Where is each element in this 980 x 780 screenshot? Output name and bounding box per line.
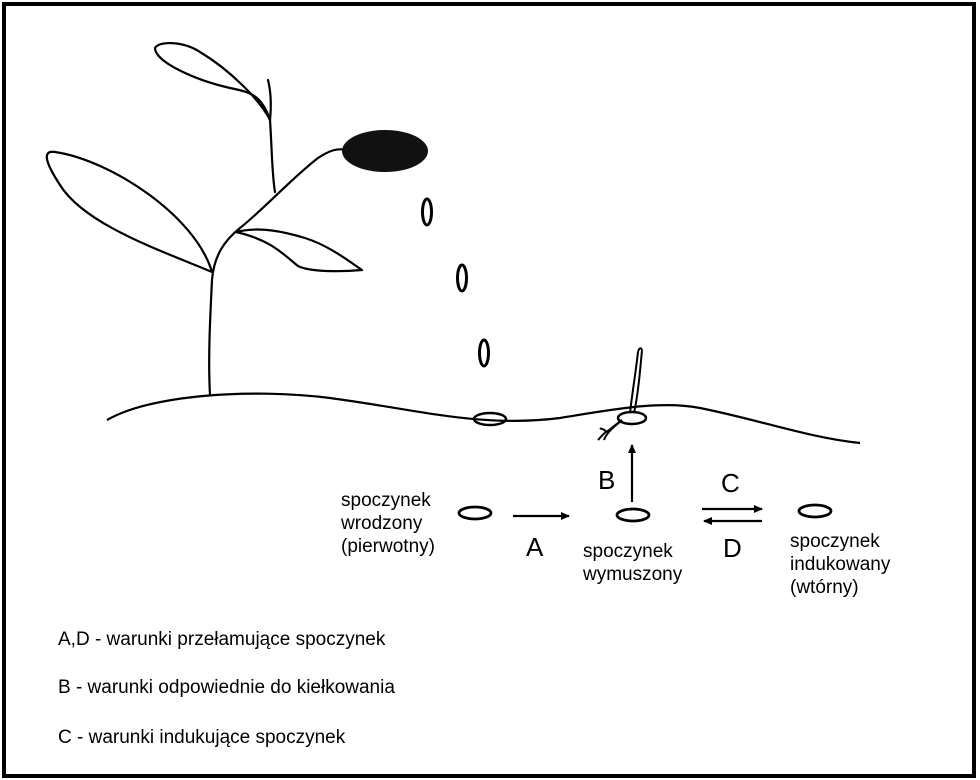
plant-upper-stem <box>270 120 275 192</box>
seed-innate <box>459 507 491 519</box>
falling-seed <box>423 199 432 225</box>
plant-leaf-right <box>236 230 362 272</box>
plant-leaf-left <box>47 152 212 272</box>
sprout <box>630 348 642 413</box>
seed-induced <box>799 505 831 517</box>
falling-seeds <box>423 199 489 366</box>
soil-surface <box>107 394 860 443</box>
arrow-b-label: B <box>598 466 615 494</box>
falling-seed <box>458 265 467 291</box>
arrow-d-label: D <box>723 534 742 562</box>
seed-pod <box>342 130 428 172</box>
legend-item: B - warunki odpowiednie do kiełkowania <box>58 677 395 699</box>
legend-item: A,D - warunki przełamujące spoczynek <box>58 629 385 651</box>
plant-leaf-top <box>155 43 270 120</box>
seed-enforced <box>617 509 649 521</box>
arrow-a-label: A <box>526 533 543 561</box>
legend-item: C - warunki indukujące spoczynek <box>58 727 345 749</box>
arrow-c-label: C <box>721 469 740 497</box>
plant-illustration <box>47 43 362 395</box>
stage-enforced-label: spoczynek wymuszony <box>583 540 682 586</box>
falling-seed <box>480 340 489 366</box>
diagram-border <box>4 4 974 776</box>
germinating-seed <box>598 348 646 440</box>
root <box>598 420 622 440</box>
plant-stem <box>209 149 346 395</box>
stage-induced-label: spoczynek indukowany (wtórny) <box>790 530 890 599</box>
stage-innate-label: spoczynek wrodzony (pierwotny) <box>341 489 435 558</box>
